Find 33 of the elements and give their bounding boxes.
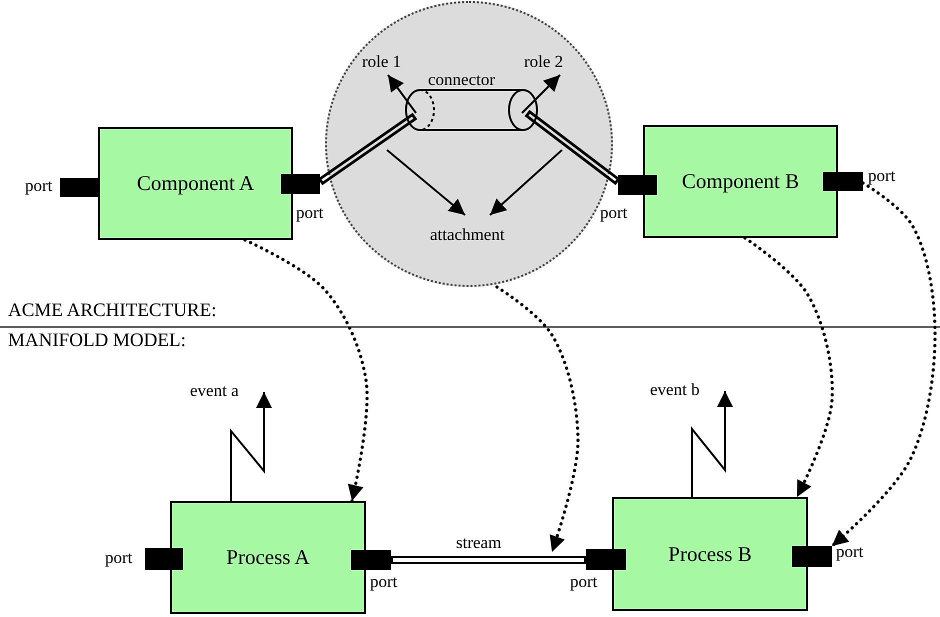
attachment-label: attachment: [430, 225, 505, 245]
edge-label: stream: [456, 533, 502, 553]
connector-label: connector: [428, 70, 496, 90]
role-label: role 1: [362, 52, 402, 72]
section-heading: MANIFOLD MODEL:: [8, 330, 186, 352]
event-label: event a: [190, 381, 239, 401]
port-label: port: [105, 548, 132, 568]
port-block: [60, 178, 98, 197]
component-box: [98, 127, 293, 240]
port-block: [281, 174, 320, 194]
port-block: [823, 172, 863, 191]
component-box: [643, 125, 838, 238]
port-block: [145, 548, 183, 570]
port-block: [351, 550, 391, 570]
process-box: [612, 497, 808, 611]
port-block: [618, 175, 657, 195]
role-label: role 2: [524, 52, 564, 72]
port-block: [792, 546, 832, 567]
port-label: port: [836, 542, 864, 562]
port-label: port: [370, 572, 398, 592]
box-title: Component A: [136, 171, 254, 196]
port-label: port: [570, 572, 598, 592]
port-label: port: [296, 203, 324, 223]
port-block: [586, 549, 626, 570]
box-title: Process A: [226, 545, 310, 570]
event-label: event b: [650, 380, 700, 400]
process-box: [170, 501, 366, 614]
port-label: port: [600, 203, 628, 223]
box-title: Component B: [682, 169, 800, 194]
port-label: port: [25, 176, 52, 196]
section-heading: ACME ARCHITECTURE:: [8, 300, 216, 322]
box-title: Process B: [668, 542, 752, 566]
port-label: port: [868, 166, 896, 186]
